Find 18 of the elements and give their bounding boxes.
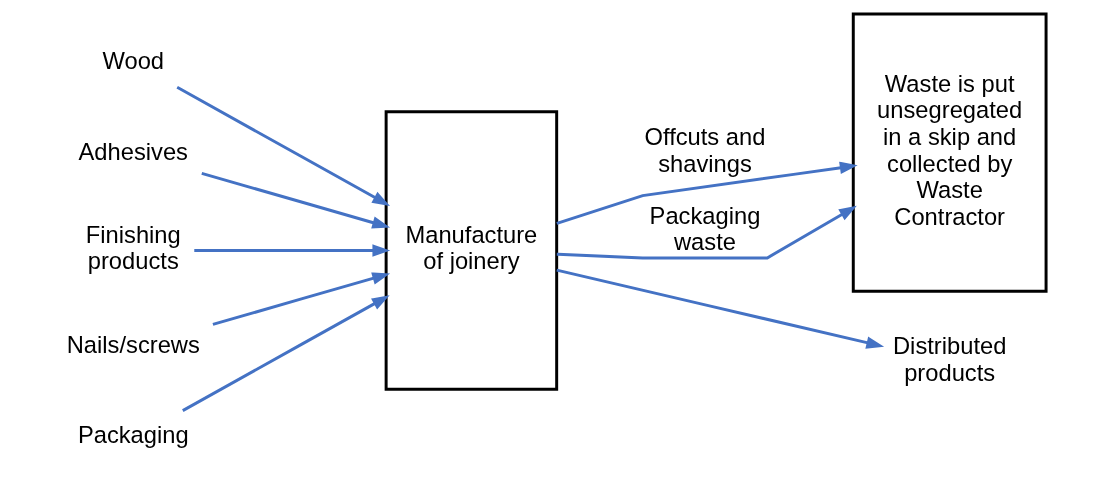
node-text: Wood <box>102 48 164 75</box>
edge-label: Offcuts and shavings <box>644 123 765 177</box>
node-text: Nails/screws <box>66 331 200 358</box>
arrow <box>193 244 390 257</box>
node-text: Adhesives <box>78 138 188 165</box>
arrow <box>175 86 390 206</box>
node-box: Waste is put unsegregated in a skip and collected by Waste Contractor <box>851 12 1048 293</box>
node-text: Finishing products <box>85 221 181 275</box>
arrow <box>181 295 390 412</box>
arrow <box>556 205 857 260</box>
edge-label: Packaging waste <box>649 202 760 256</box>
node-text: Distributed products <box>892 333 1006 386</box>
arrow <box>212 272 390 326</box>
arrow <box>555 161 858 225</box>
arrow <box>200 171 390 229</box>
node-text: Packaging <box>77 421 189 448</box>
node-box: Manufacture of joinery <box>384 110 558 391</box>
arrow <box>555 268 884 349</box>
